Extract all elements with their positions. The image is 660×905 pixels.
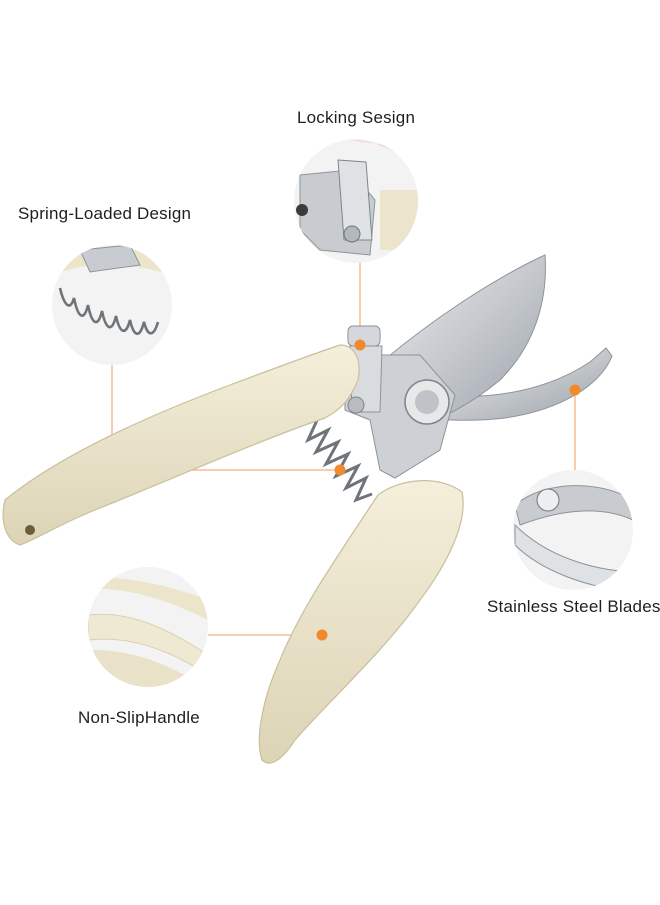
spring-detail-icon xyxy=(52,245,172,365)
handle-detail-icon xyxy=(88,567,208,687)
lock-detail-icon xyxy=(294,139,418,263)
spring xyxy=(299,415,373,503)
upper-handle xyxy=(2,344,360,546)
anvil-blade xyxy=(424,347,613,421)
blade-detail-icon xyxy=(513,470,633,590)
markers xyxy=(316,339,581,641)
spring-loaded-design-label: Spring-Loaded Design xyxy=(18,204,192,223)
shears xyxy=(2,254,613,764)
lower-handle xyxy=(258,480,464,764)
stainless-steel-blades-label: Stainless Steel Blades xyxy=(487,597,660,616)
non-slip-handle-label: Non-SlipHandle xyxy=(78,708,200,727)
locking-design-label: Locking Sesign xyxy=(297,108,416,127)
